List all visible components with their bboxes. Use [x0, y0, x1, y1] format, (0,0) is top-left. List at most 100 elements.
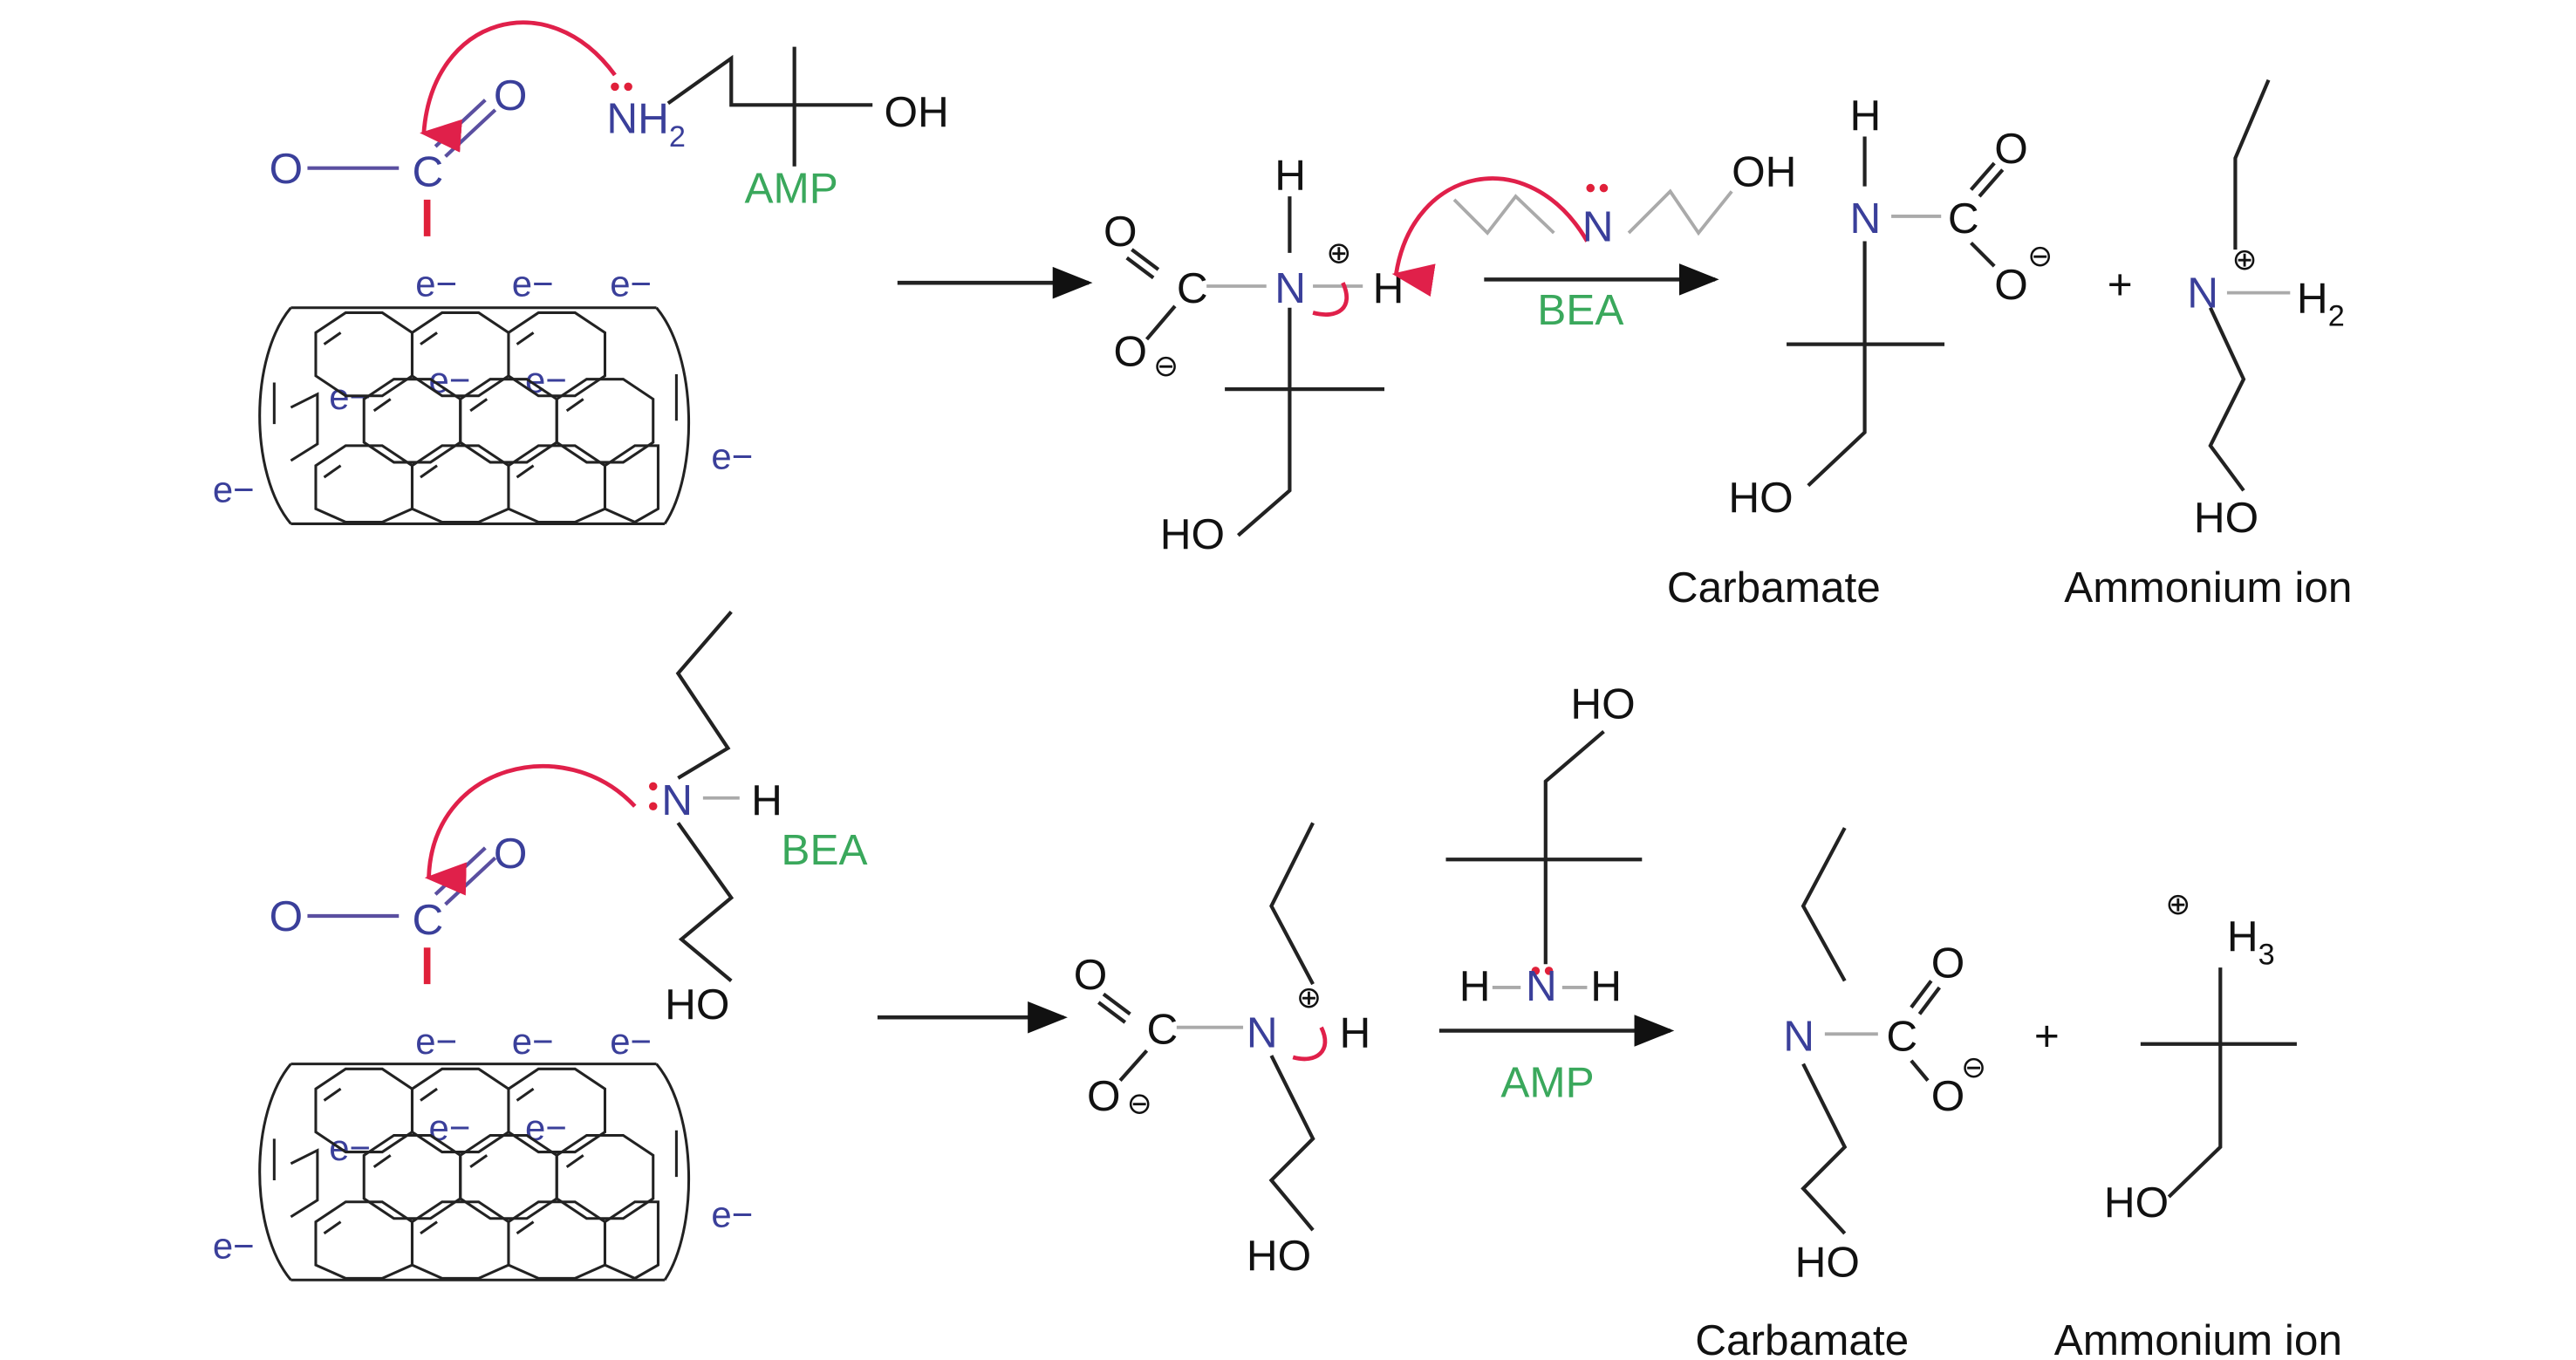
svg-text:C: C: [1177, 264, 1208, 312]
svg-text:N: N: [1526, 962, 1557, 1010]
svg-text:e−: e−: [512, 263, 554, 304]
svg-text:HO: HO: [1570, 680, 1635, 728]
svg-text:HO: HO: [2194, 494, 2258, 542]
electrons-top: e− e− e− e− e− e− e− e−: [213, 263, 753, 509]
svg-text:e−: e−: [429, 1107, 471, 1148]
svg-text:N: N: [1582, 203, 1614, 251]
svg-text:e−: e−: [415, 1021, 457, 1062]
svg-text:⊕: ⊕: [1296, 981, 1322, 1015]
positive-charge: ⊕: [1326, 236, 1351, 270]
svg-text:H: H: [1459, 962, 1491, 1010]
carbon-nanotube-top: [258, 306, 691, 525]
svg-text:⊖: ⊖: [1127, 1088, 1152, 1121]
svg-text:N: N: [2187, 270, 2218, 318]
carbamate-label-bottom: Carbamate: [1695, 1316, 1909, 1360]
svg-text:C: C: [412, 896, 443, 944]
svg-text:e−: e−: [610, 263, 652, 304]
svg-text:e−: e−: [512, 1021, 554, 1062]
plus-sign-bottom: +: [2034, 1012, 2060, 1060]
reagent-label-amp: AMP: [1500, 1059, 1594, 1107]
svg-text:O: O: [494, 830, 528, 878]
svg-text:HO: HO: [1247, 1232, 1311, 1280]
svg-text:O: O: [1104, 208, 1138, 256]
svg-text:C: C: [1948, 195, 1979, 243]
proton-transfer-arrow: [1391, 176, 1589, 297]
svg-text:HO: HO: [2104, 1179, 2169, 1227]
ammonium-ion-top: N ⊕ H2 HO Ammonium ion: [2064, 79, 2352, 612]
reagent-label-bea: BEA: [1537, 286, 1623, 334]
co2-oxygen-left: O: [270, 145, 304, 193]
svg-text:N: N: [1274, 264, 1306, 312]
carbamate-top: H N C O O ⊖ HO Carbamate: [1667, 92, 2053, 612]
svg-text:e−: e−: [610, 1021, 652, 1062]
ammonium-h-label: H2: [2297, 274, 2345, 332]
amp-oh-label: OH: [885, 88, 949, 136]
svg-text:O: O: [1994, 261, 2028, 309]
zwitterion-intermediate-top: O C N H ⊕ H O ⊖ HO: [1104, 151, 1404, 558]
svg-text:e−: e−: [415, 263, 457, 304]
bea-base-top: N OH: [1452, 148, 1796, 251]
svg-text:⊖: ⊖: [2027, 240, 2053, 273]
svg-text:HO: HO: [665, 981, 729, 1029]
svg-text:⊖: ⊖: [1961, 1051, 1986, 1084]
svg-text:e−: e−: [711, 436, 753, 477]
ammonium-ion-bottom: ⊕ H3 HO Ammonium ion: [2054, 888, 2342, 1360]
svg-text:C: C: [1147, 1006, 1179, 1054]
svg-text:O: O: [270, 892, 304, 940]
svg-text:e−: e−: [429, 359, 471, 400]
co2-molecule-bottom: O C O: [270, 830, 528, 985]
svg-text:O: O: [1994, 125, 2028, 173]
co2-carbon: C: [412, 148, 443, 196]
carbon-nanotube-bottom: [258, 1063, 691, 1281]
amp-base-bottom: HO H N H: [1445, 680, 1643, 1010]
zwitterion-intermediate-bottom: O C N ⊕ H O ⊖ HO: [1074, 822, 1371, 1280]
bea-label: BEA: [781, 826, 867, 874]
electrons-bottom: e− e− e− e− e− e− e− e−: [213, 1021, 753, 1266]
ammonium-label-bottom: Ammonium ion: [2054, 1316, 2342, 1360]
carbamate-bottom: N C O O ⊖ HO Carbamate: [1695, 827, 1986, 1360]
svg-text:e−: e−: [213, 1225, 255, 1266]
plus-sign-top: +: [2108, 261, 2133, 309]
svg-text:O: O: [1087, 1072, 1121, 1120]
co2-oxygen-top: O: [494, 72, 528, 120]
svg-text:e−: e−: [213, 469, 255, 510]
amp-nh-label: NH2: [606, 95, 686, 154]
amp-label: AMP: [745, 165, 838, 213]
svg-text:HO: HO: [1795, 1238, 1860, 1286]
svg-text:⊕: ⊕: [2232, 243, 2258, 277]
svg-text:HO: HO: [1160, 510, 1225, 558]
svg-text:N: N: [661, 776, 693, 824]
svg-text:O: O: [1074, 951, 1108, 999]
ammonium-h3-label: H3: [2227, 912, 2275, 971]
amp-molecule: NH2 OH AMP: [606, 46, 949, 213]
electron-transfer-arrow-bottom: [424, 764, 637, 896]
svg-text:e−: e−: [525, 1107, 567, 1148]
negative-charge: ⊖: [1153, 350, 1179, 383]
carbamate-label-top: Carbamate: [1667, 564, 1881, 612]
svg-text:O: O: [1931, 940, 1965, 988]
svg-text:e−: e−: [711, 1193, 753, 1234]
svg-text:N: N: [1783, 1012, 1814, 1060]
svg-text:HO: HO: [1728, 474, 1793, 522]
svg-text:e−: e−: [525, 359, 567, 400]
svg-text:H: H: [751, 776, 782, 824]
co2-molecule-top: O C O: [270, 72, 528, 236]
svg-text:H: H: [1590, 962, 1622, 1010]
svg-text:N: N: [1247, 1009, 1278, 1057]
top-panel: O C O NH2 OH AMP e− e− e− e− e− e− e− e−: [213, 20, 2352, 612]
svg-text:H: H: [1849, 92, 1881, 140]
ammonium-label-top: Ammonium ion: [2064, 564, 2352, 612]
bottom-panel: O C O N H BEA HO e− e− e− e− e− e− e− e−: [213, 611, 2342, 1360]
svg-text:O: O: [1113, 327, 1147, 375]
svg-text:⊕: ⊕: [2165, 888, 2190, 921]
svg-text:N: N: [1849, 195, 1881, 243]
bea-molecule: N H BEA HO: [648, 611, 868, 1029]
svg-text:H: H: [1274, 151, 1306, 199]
electron-transfer-arrow: [420, 20, 617, 153]
svg-text:OH: OH: [1732, 148, 1796, 196]
svg-text:H: H: [1340, 1009, 1371, 1057]
svg-text:C: C: [1886, 1012, 1917, 1060]
svg-text:H: H: [1373, 264, 1404, 312]
svg-text:O: O: [1931, 1072, 1965, 1120]
